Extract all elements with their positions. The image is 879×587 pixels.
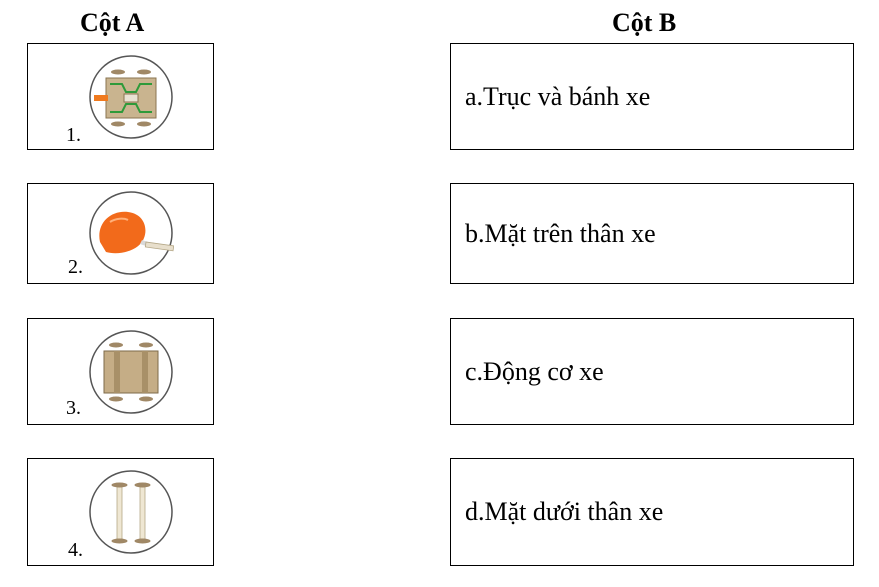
column-a-header: Cột A (80, 8, 145, 37)
axle-wheels-icon (88, 469, 174, 555)
column-a-item-2[interactable]: 2. (27, 183, 214, 284)
column-b-header: Cột B (612, 8, 677, 37)
item-number: 1. (66, 124, 81, 146)
item-number: 3. (66, 397, 81, 419)
column-b-item-a[interactable]: a.Trục và bánh xe (450, 43, 854, 150)
item-number: 4. (68, 539, 83, 561)
column-b-label: c.Động cơ xe (465, 356, 604, 386)
column-b-label: b.Mặt trên thân xe (465, 218, 656, 248)
car-chassis-top-icon (88, 54, 174, 140)
column-a-item-1[interactable]: 1. (27, 43, 214, 150)
column-a-item-3[interactable]: 3. (27, 318, 214, 425)
car-body-bottom-icon (88, 329, 174, 415)
column-b-item-d[interactable]: d.Mặt dưới thân xe (450, 458, 854, 566)
column-b-label: d.Mặt dưới thân xe (465, 497, 664, 526)
item-number: 2. (68, 256, 83, 278)
column-b-item-b[interactable]: b.Mặt trên thân xe (450, 183, 854, 284)
column-a-item-4[interactable]: 4. (27, 458, 214, 566)
balloon-icon (88, 190, 174, 276)
column-b-label: a.Trục và bánh xe (465, 81, 651, 111)
column-b-item-c[interactable]: c.Động cơ xe (450, 318, 854, 425)
